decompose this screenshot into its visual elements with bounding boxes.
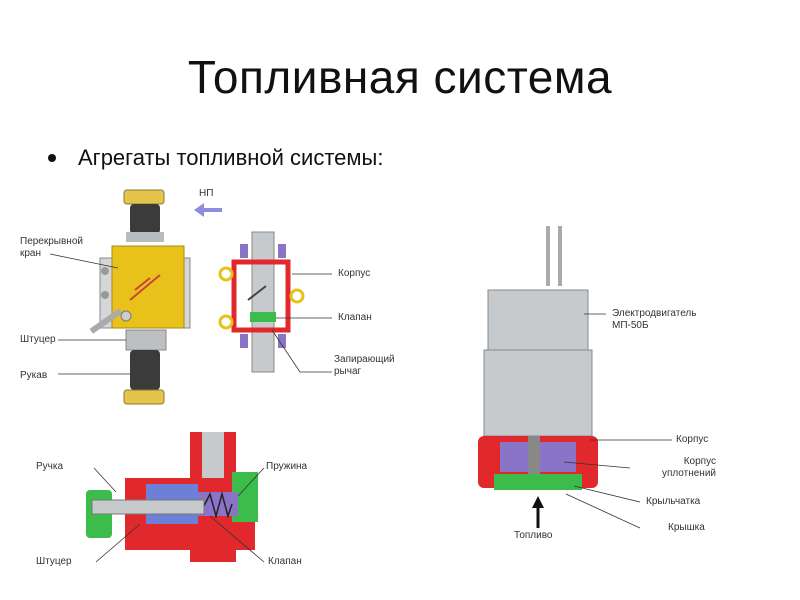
label-cover: Крышка: [668, 522, 705, 533]
pump-figure: [478, 226, 672, 529]
label-small-body: Корпус: [338, 268, 371, 279]
slide-title: Топливная система: [187, 51, 613, 103]
label-spring: Пружина: [266, 461, 308, 472]
bullet-item: Агрегаты топливной системы:: [48, 145, 383, 171]
label-handle: Ручка: [36, 461, 64, 472]
label-check-valve: Клапан: [268, 556, 302, 567]
label-small-valve: Клапан: [338, 312, 372, 323]
label-fitting-top: Штуцер: [20, 334, 56, 345]
bullet-dot: [48, 154, 56, 162]
label-fitting-bottom: Штуцер: [36, 556, 72, 567]
valve-assembly-figure: [49, 189, 222, 405]
label-fuel: Топливо: [514, 530, 553, 541]
label-locking-lever: Запирающий рычаг: [334, 354, 395, 377]
label-pump-body: Корпус: [676, 434, 709, 445]
bullet-text: Агрегаты топливной системы:: [78, 145, 384, 170]
small-valve-figure: [218, 231, 332, 373]
label-flow-np: НП: [199, 188, 214, 199]
label-shutoff-valve: Перекрывной кран: [20, 236, 83, 259]
label-seal-body: Корпус уплотнений: [661, 456, 716, 479]
label-impeller: Крыльчатка: [646, 496, 701, 507]
label-motor: Электродвигатель МП-50Б: [612, 308, 697, 331]
label-hose: Рукав: [20, 370, 48, 381]
check-valve-figure: [86, 432, 265, 563]
